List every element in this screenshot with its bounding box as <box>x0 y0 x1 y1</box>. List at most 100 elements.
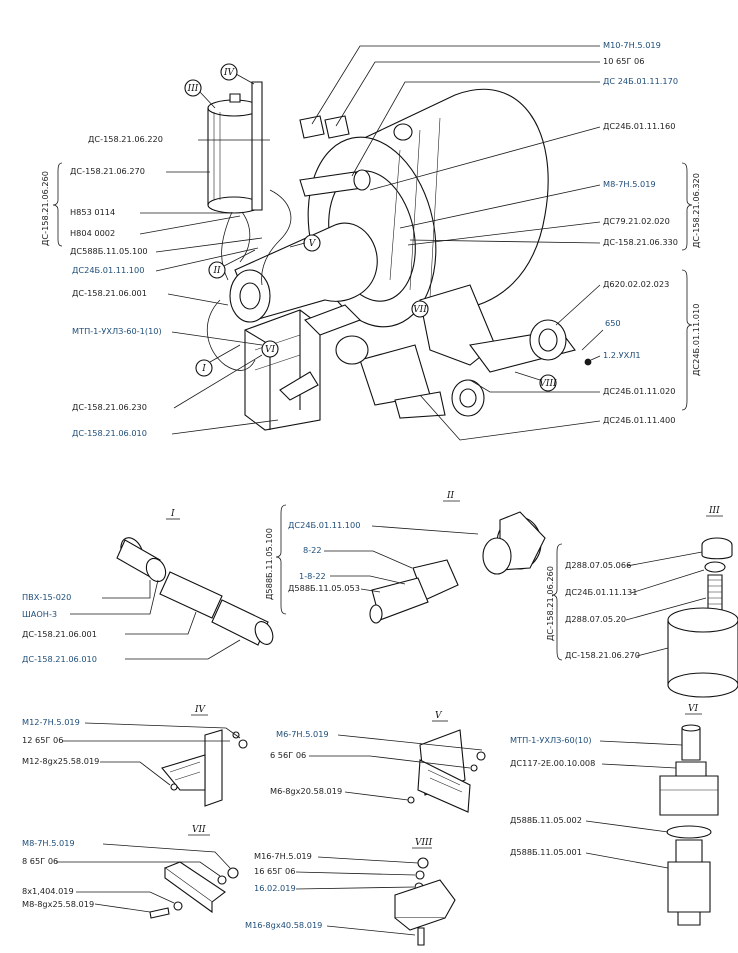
label-ds79: ДС79.21.02.020 <box>603 216 670 226</box>
label-ds24b-400: ДС24Б.01.11.400 <box>603 415 675 425</box>
svg-text:III: III <box>708 506 720 516</box>
control-box <box>244 304 361 431</box>
detail-VII-label-2: 8 65Г 06 <box>22 856 58 866</box>
svg-text:VIII: VIII <box>539 379 557 389</box>
right-brackets: ДС-158.21.06.320 ДС24Б.01.11.010 <box>681 162 701 411</box>
label-ukhl: 1.2.УХЛ1 <box>603 350 641 360</box>
label-d620: Д620.02.02.023 <box>603 279 669 289</box>
callout-VIII: VIII <box>514 371 557 392</box>
callout-III: III <box>184 79 216 109</box>
detail-V: V М6-7Н.5.019 6 56Г 06 М6-8gх20.58.019 <box>270 711 486 813</box>
burner-nozzle <box>261 115 371 286</box>
support-frame <box>335 284 576 419</box>
label-n804: Н804 0002 <box>70 228 115 238</box>
bracket-left-260: ДС-158.21.06.260 <box>40 171 50 246</box>
label-650: 650 <box>605 318 621 328</box>
detail-IV-label-3: М12-8gх25.58.019 <box>22 756 99 766</box>
detail-I: I ПВХ-15-020 ШАОН-3 ДС-158.21.06.001 ДС-… <box>22 509 274 664</box>
label-ds158-010: ДС-158.21.06.010 <box>72 428 147 438</box>
detail-I-label-4: ДС-158.21.06.010 <box>22 654 97 664</box>
main-callouts: I II III IV V VI VII <box>184 63 557 392</box>
label-ds158-330: ДС-158.21.06.330 <box>603 237 678 247</box>
detail-VII-label-1: М8-7Н.5.019 <box>22 838 75 848</box>
detail-I-label-2: ШАОН-3 <box>22 609 57 619</box>
label-ds24b-020: ДС24Б.01.11.020 <box>603 386 675 396</box>
detail-III-label-1: Д288.07.05.066 <box>565 560 631 570</box>
svg-text:VI: VI <box>688 704 698 714</box>
svg-text:VII: VII <box>192 825 206 835</box>
detail-VI-label-4: Д588Б.11.05.001 <box>510 847 582 857</box>
label-mtp: МТП-1-УХЛЗ-60-1(10) <box>72 326 162 336</box>
detail-III-label-4: ДС-158.21.06.270 <box>565 650 640 660</box>
main-labels-right: М10-7Н.5.019 10 65Г 06 ДС 24Б.01.11.170 … <box>311 40 678 441</box>
detail-VII: VII М8-7Н.5.019 8 65Г 06 8х1,404.019 М8-… <box>22 825 239 919</box>
detail-III-label-2: ДС24Б.01.11.131 <box>565 587 637 597</box>
callout-VII: VII <box>411 300 429 318</box>
detail-V-label-3: М6-8gх20.58.019 <box>270 786 342 796</box>
fuel-tank <box>207 81 263 281</box>
detail-V-label-2: 6 56Г 06 <box>270 750 306 760</box>
detail-III: III Д288.07.05.066 ДС24Б.01.11.131 Д288.… <box>545 506 738 698</box>
detail-II-bracket: Д588Б.11.05.100 <box>264 528 274 600</box>
svg-text:V: V <box>435 711 443 721</box>
label-ds158-270: ДС-158.21.06.270 <box>70 166 145 176</box>
label-ds24b-100: ДС24Б.01.11.100 <box>72 265 144 275</box>
callout-V: V <box>289 234 321 252</box>
bracket-right-320: ДС-158.21.06.320 <box>691 173 701 248</box>
detail-II-label-3: 1-8-22 <box>299 571 326 581</box>
main-assembly <box>206 81 576 431</box>
detail-V-label-1: М6-7Н.5.019 <box>276 729 329 739</box>
detail-VI-label-1: МТП-1-УХЛЗ-60(10) <box>510 735 592 745</box>
svg-text:IV: IV <box>223 68 236 78</box>
svg-text:I: I <box>170 509 175 519</box>
svg-text:II: II <box>212 266 221 276</box>
label-m8-nut: М8-7Н.5.019 <box>603 179 656 189</box>
detail-I-label-1: ПВХ-15-020 <box>22 592 71 602</box>
svg-text:III: III <box>187 84 199 94</box>
detail-VII-label-3: 8х1,404.019 <box>22 886 74 896</box>
detail-IV-label-2: 12 65Г 06 <box>22 735 63 745</box>
callout-II: II <box>208 249 256 279</box>
detail-I-label-3: ДС-158.21.06.001 <box>22 629 97 639</box>
detail-II-label-4: Д588Б.11.05.053 <box>288 583 360 593</box>
label-ds24b-160: ДС24Б.01.11.160 <box>603 121 675 131</box>
detail-VI-label-2: ДС117-2Е.00.10.008 <box>510 758 595 768</box>
label-n853: Н853 0114 <box>70 207 115 217</box>
detail-VI-label-3: Д588Б.11.05.002 <box>510 815 582 825</box>
svg-text:VI: VI <box>265 345 275 355</box>
svg-text:VII: VII <box>413 305 427 315</box>
callout-IV: IV <box>220 63 255 85</box>
detail-VIII-label-1: М16-7Н.5.019 <box>254 851 312 861</box>
svg-text:VIII: VIII <box>415 838 433 848</box>
label-ds158-001: ДС-158.21.06.001 <box>72 288 147 298</box>
detail-VIII-label-2: 16 65Г 06 <box>254 866 295 876</box>
label-ds24b-170: ДС 24Б.01.11.170 <box>603 76 678 86</box>
detail-VIII-label-3: 16.02.019 <box>254 883 296 893</box>
detail-VIII-label-4: М16-8gх40.58.019 <box>245 920 322 930</box>
detail-VI: VI МТП-1-УХЛЗ-60(10) ДС117-2Е.00.10.008 … <box>510 704 719 926</box>
label-ds588b-100: ДС588Б.11.05.100 <box>70 246 148 256</box>
label-washer-10: 10 65Г 06 <box>603 56 644 66</box>
svg-text:IV: IV <box>194 705 207 715</box>
detail-III-label-3: Д288.07.05.20 <box>565 614 626 624</box>
label-ds158-220: ДС-158.21.06.220 <box>88 134 163 144</box>
bracket-right-010: ДС24Б.01.11.010 <box>691 304 701 376</box>
detail-II-label-1: ДС24Б.01.11.100 <box>288 520 360 530</box>
label-ds158-230: ДС-158.21.06.230 <box>72 402 147 412</box>
detail-VIII: VIII М16-7Н.5.019 16 65Г 06 16.02.019 М1… <box>245 838 456 946</box>
detail-II-label-2: 8-22 <box>303 545 322 555</box>
detail-III-bracket: ДС-158.21.06.260 <box>545 566 555 641</box>
svg-text:V: V <box>309 239 317 249</box>
svg-text:II: II <box>446 491 455 501</box>
label-m10-nut: М10-7Н.5.019 <box>603 40 661 50</box>
svg-text:I: I <box>201 364 206 374</box>
detail-II: II ДС24Б.01.11.100 8-22 1-8-22 Д588Б.11.… <box>264 491 546 624</box>
detail-IV: IV М12-7Н.5.019 12 65Г 06 М12-8gх25.58.0… <box>22 705 248 807</box>
fuel-hose <box>206 299 256 371</box>
detail-VII-label-4: М8-8gх25.58.019 <box>22 899 94 909</box>
main-labels-left: ДС-158.21.06.220 ДС-158.21.06.270 Н853 0… <box>40 134 279 438</box>
callout-I: I <box>195 344 241 377</box>
detail-IV-label-1: М12-7Н.5.019 <box>22 717 80 727</box>
